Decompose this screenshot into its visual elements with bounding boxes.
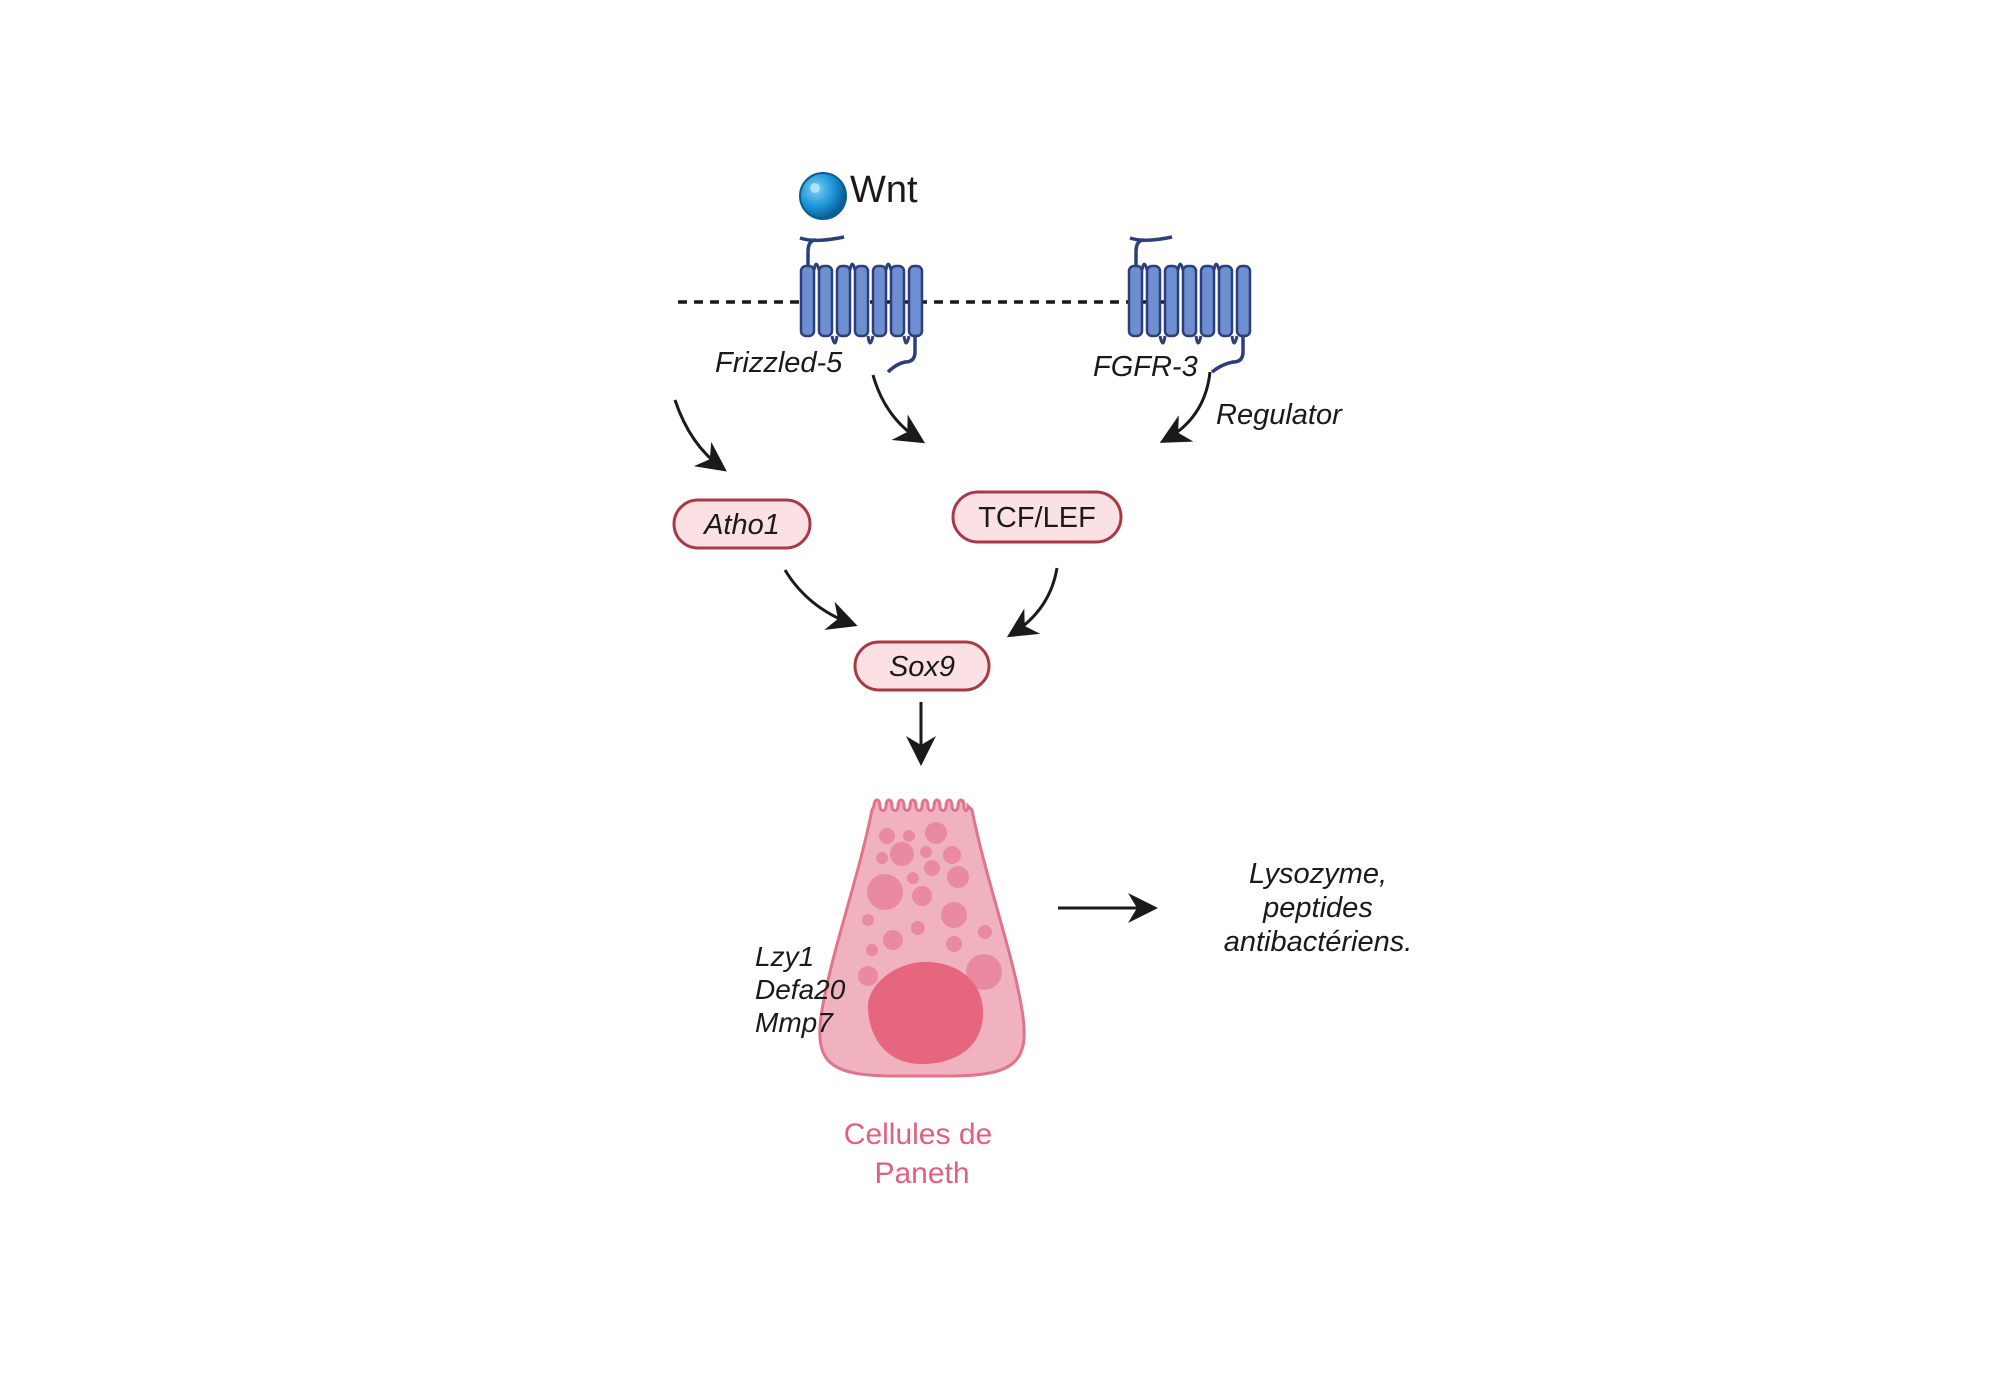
regulator-label: Regulator	[1216, 399, 1343, 431]
frizzled-5-label: Frizzled-5	[715, 347, 843, 379]
wnt-ligand-icon	[799, 172, 847, 220]
arrow-tcf-lef-to-sox9	[1006, 567, 1059, 638]
output-line1: Lysozyme,	[1249, 858, 1387, 890]
cell-name-line1: Cellules de	[844, 1118, 992, 1151]
gene-defa20: Defa20	[755, 974, 846, 1005]
gene-mmp7: Mmp7	[755, 1007, 834, 1038]
paneth-cell-icon	[818, 798, 1026, 1078]
arrow-frizzled-to-tcf-lef	[871, 374, 926, 444]
tcf-lef-label: TCF/LEF	[978, 502, 1096, 534]
gene-lzy1: Lzy1	[755, 941, 814, 972]
sox9-node: Sox9	[853, 640, 991, 692]
wnt-label: Wnt	[850, 169, 918, 211]
output-line3: antibactériens.	[1224, 926, 1413, 958]
arrow-atho1-to-sox9	[783, 569, 858, 630]
atho1-label: Atho1	[702, 509, 780, 541]
tcf-lef-node: TCF/LEF	[951, 490, 1123, 544]
nucleus-icon	[867, 961, 984, 1064]
frizzled-5-receptor-icon	[799, 235, 924, 374]
output-line2: peptides	[1262, 892, 1373, 924]
sox9-label: Sox9	[889, 651, 955, 683]
arrow-fgfr-to-tcf-lef	[1159, 371, 1212, 443]
fgfr-3-label: FGFR-3	[1093, 351, 1198, 383]
atho1-node: Atho1	[672, 498, 812, 550]
arrow-membrane-to-atho1	[673, 399, 727, 472]
fgfr-3-receptor-icon	[1127, 235, 1252, 374]
cell-name-line2: Paneth	[874, 1157, 969, 1190]
